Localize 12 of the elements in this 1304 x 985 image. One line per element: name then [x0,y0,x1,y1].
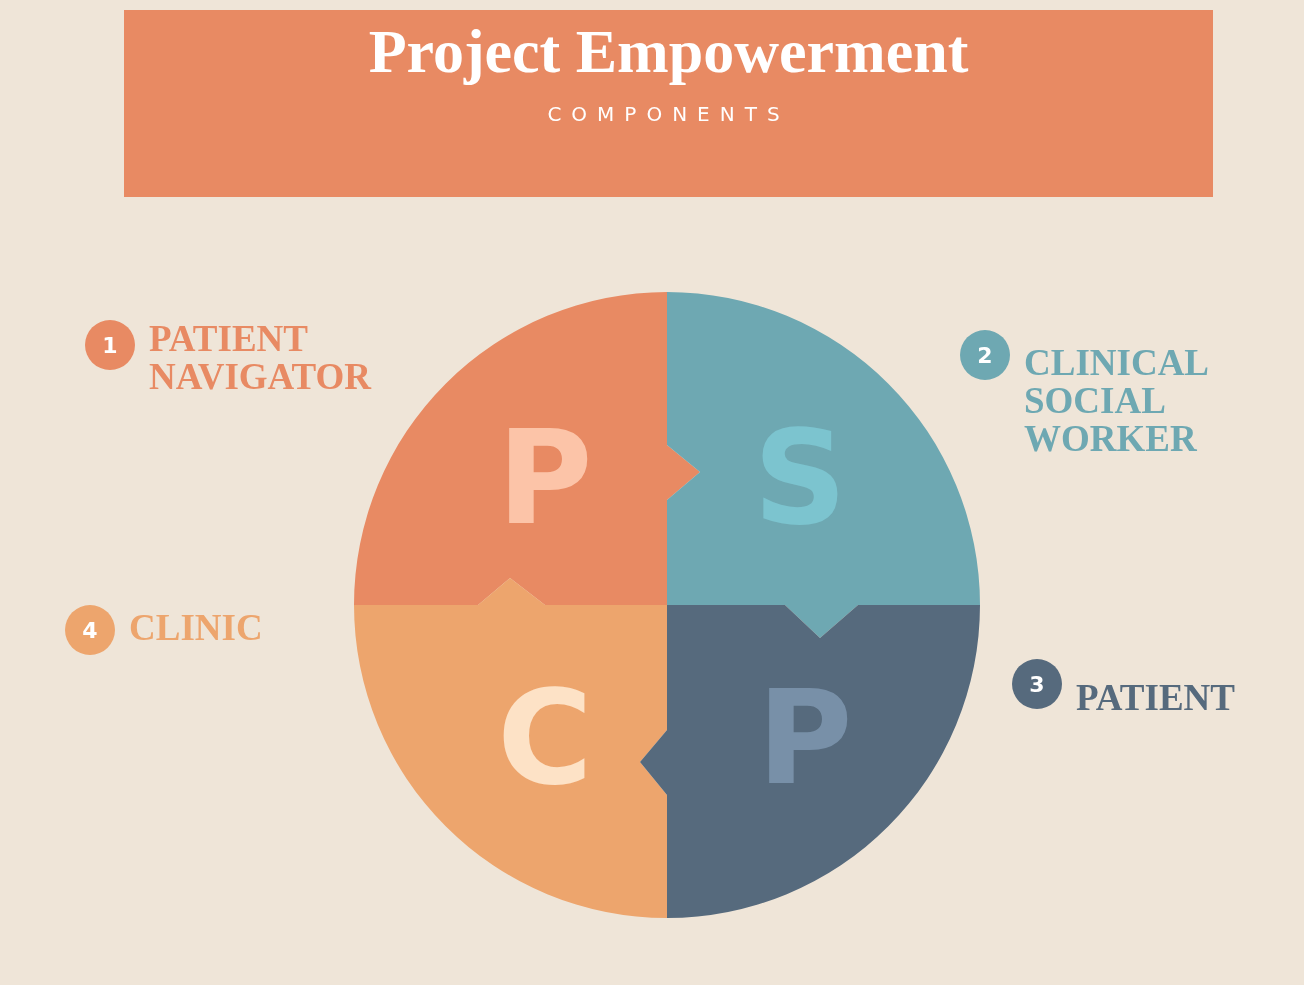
number-badge: 4 [65,605,115,655]
quadrant-letter: C [497,673,593,803]
quadrant-letter: P [497,413,593,543]
subtitle: COMPONENTS [546,102,791,126]
title: Project Empowerment [367,16,970,87]
number-badge: 3 [1012,659,1062,709]
component-label: CLINIC [129,609,263,647]
component-label: PATIENT [1076,679,1235,717]
component-label: CLINICAL SOCIAL WORKER [1024,344,1209,458]
number-badge: 1 [85,320,135,370]
number-badge: 2 [960,330,1010,380]
component-label: PATIENT NAVIGATOR [149,320,373,396]
